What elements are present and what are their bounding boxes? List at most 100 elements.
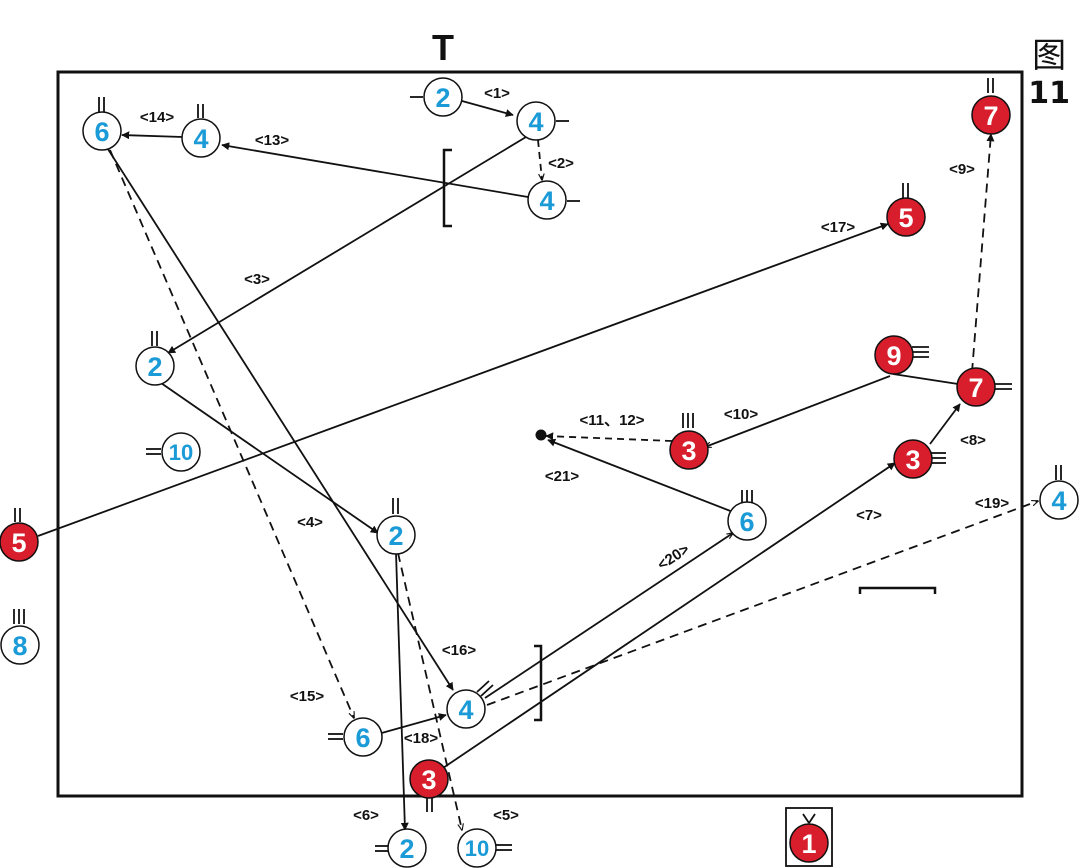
player-blue-6-topleft: 6 [82, 111, 122, 151]
svg-text:3: 3 [421, 765, 436, 795]
ball-dot [535, 429, 547, 441]
svg-text:10: 10 [169, 440, 193, 465]
player-blue-2-center: 2 [376, 515, 416, 555]
arrow-3 [167, 136, 527, 354]
arrow-label-18: <18> [404, 730, 438, 747]
player-ticks [13, 78, 1062, 852]
svg-text:7: 7 [983, 101, 998, 131]
arrow-5 [397, 552, 462, 830]
svg-text:4: 4 [458, 695, 473, 725]
player-blue-8-outside: 8 [0, 625, 40, 665]
arrow-15 [109, 149, 354, 718]
figure-label-char: 图 [1032, 36, 1067, 76]
arrow-label-21: <21> [545, 468, 579, 485]
screen-bracket-bottom [534, 644, 543, 722]
player-blue-2-left: 2 [135, 346, 175, 386]
player-red-5-left: 5 [0, 522, 39, 562]
player-red-1-coach: 1 [789, 823, 829, 863]
arrow-18 [377, 713, 447, 735]
svg-text:2: 2 [435, 83, 450, 113]
player-blue-6-right: 6 [727, 501, 767, 541]
svg-text:3: 3 [681, 436, 696, 466]
goal-mark: T [432, 27, 454, 68]
player-red-3-bottom: 3 [409, 759, 449, 799]
svg-text:9: 9 [886, 341, 901, 371]
arrow-label-13: <13> [255, 132, 289, 149]
arrow-4 [160, 382, 379, 534]
player-blue-2-outside: 2 [387, 828, 427, 868]
player-blue-2-top: 2 [423, 77, 463, 117]
arrow-8 [929, 403, 961, 445]
svg-text:1: 1 [801, 829, 816, 859]
svg-text:2: 2 [147, 352, 162, 382]
arrow-16 [105, 145, 454, 691]
player-red-7-top: 7 [971, 95, 1011, 135]
svg-text:6: 6 [739, 507, 754, 537]
svg-text:10: 10 [465, 836, 489, 861]
figure-label: 图 11 [1028, 36, 1070, 112]
player-red-9: 9 [874, 335, 914, 375]
arrow-2 [537, 139, 542, 180]
arrow-label-9: <9> [949, 161, 975, 178]
arrow-label-10: <10> [724, 406, 758, 423]
arrow-label-6: <6> [353, 807, 379, 824]
arrow-13 [221, 142, 529, 198]
arrow-14 [121, 131, 184, 140]
player-blue-4-outside: 4 [1039, 480, 1079, 520]
arrow-10 [705, 375, 891, 447]
arrow-9 [971, 133, 995, 373]
arrow-label-16: <16> [442, 642, 476, 659]
arrow-19 [486, 501, 1038, 706]
player-blue-4-topleft: 4 [181, 118, 221, 158]
arrow-label-15: <15> [290, 688, 324, 705]
arrow-label-5: <5> [493, 807, 519, 824]
arrow-labels: <1> <2> <3> <4> <5> <6> <7> <8> <9> <10>… [140, 85, 1009, 824]
arrow-11-12 [545, 432, 673, 442]
svg-text:6: 6 [94, 117, 109, 147]
pass-9-to-7 [892, 373, 959, 385]
arrow-label-1: <1> [484, 85, 510, 102]
player-blue-6-bottom: 6 [343, 717, 383, 757]
blue-players: 2 4 4 6 4 2 10 2 6 4 6 2 10 8 4 [0, 77, 1079, 868]
screen-bracket-top [442, 148, 452, 228]
arrow-label-4: <4> [297, 514, 323, 531]
arrow-label-11-12: <11、12> [579, 412, 644, 429]
figure-label-number: 11 [1028, 76, 1070, 111]
arrow-17 [37, 222, 889, 537]
svg-text:2: 2 [399, 834, 414, 864]
arrow-21 [547, 438, 734, 513]
player-red-3-mid: 3 [669, 430, 709, 470]
player-red-7-mid: 7 [956, 367, 996, 407]
svg-text:6: 6 [355, 723, 370, 753]
arrow-label-17: <17> [821, 219, 855, 236]
arrow-1 [461, 100, 514, 117]
player-blue-10-left: 10 [161, 432, 201, 472]
svg-text:4: 4 [1051, 486, 1066, 516]
arrow-label-19: <19> [975, 495, 1009, 512]
svg-text:4: 4 [193, 124, 208, 154]
movement-lines [37, 100, 1038, 831]
arrow-label-7: <7> [856, 507, 882, 524]
arrow-label-14: <14> [140, 109, 174, 126]
arrow-6 [395, 552, 409, 831]
svg-text:5: 5 [11, 528, 26, 558]
player-blue-10-outside: 10 [457, 828, 497, 868]
svg-text:2: 2 [388, 521, 403, 551]
red-players: 7 5 9 7 3 3 3 5 1 [0, 95, 1011, 863]
svg-text:5: 5 [898, 203, 913, 233]
arrow-label-8: <8> [960, 432, 986, 449]
arrow-label-2: <2> [548, 155, 574, 172]
svg-text:3: 3 [905, 445, 920, 475]
player-blue-4-mid: 4 [527, 180, 567, 220]
arrow-20 [484, 533, 733, 699]
svg-text:8: 8 [12, 631, 27, 661]
coach-box [785, 807, 833, 867]
player-blue-4-top: 4 [516, 101, 556, 141]
screen-bracket-right [858, 586, 937, 594]
player-blue-4-bottom: 4 [446, 689, 486, 729]
svg-text:4: 4 [528, 107, 543, 137]
player-red-5-top: 5 [886, 197, 926, 237]
svg-text:7: 7 [968, 373, 983, 403]
svg-text:4: 4 [539, 186, 554, 216]
